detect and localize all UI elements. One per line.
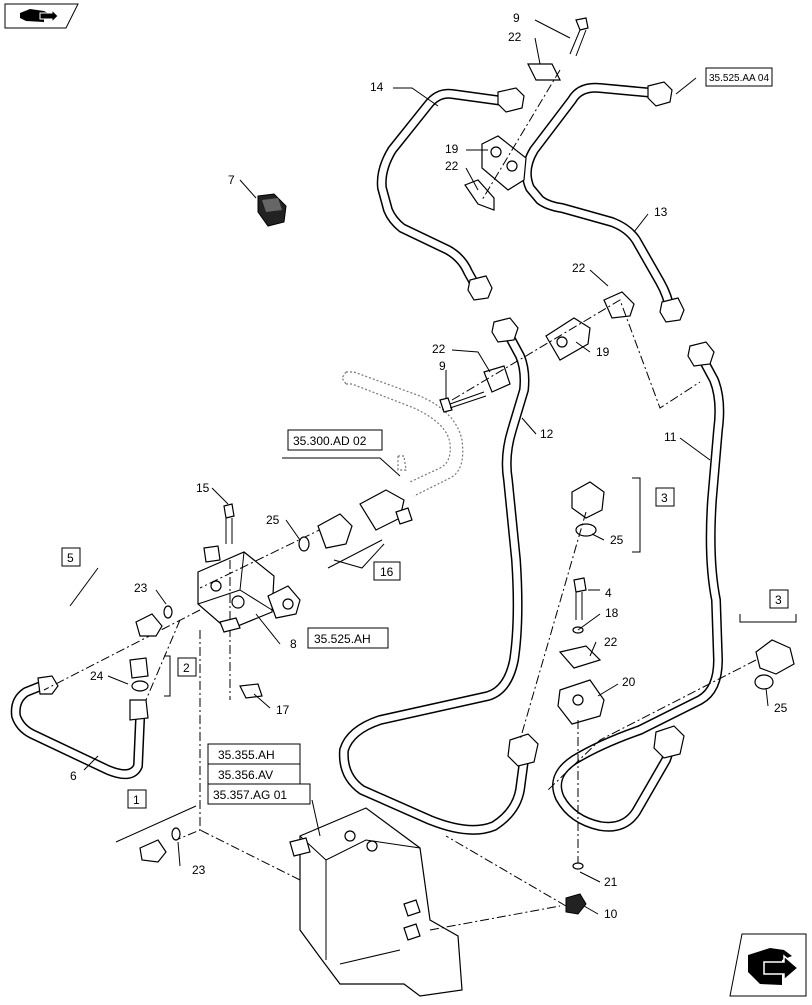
ref-35-356-av[interactable]: 35.356.AV (218, 768, 273, 782)
reference-boxes: 35.525.AA 04 35.300.AD 02 35.525.AH 35.3… (207, 67, 773, 805)
callout-10: 10 (604, 907, 618, 921)
plug-10 (445, 835, 587, 915)
ref-35-525-ah[interactable]: 35.525.AH (314, 632, 371, 646)
fitting-2 (129, 657, 149, 692)
callout-25-valve: 25 (266, 513, 280, 527)
callout-12: 12 (540, 427, 554, 441)
callout-22-mid: 22 (445, 159, 459, 173)
tube-6 (10, 675, 149, 780)
callout-19-top: 19 (445, 142, 459, 156)
ref-35-525-aa-04[interactable]: 35.525.AA 04 (709, 73, 769, 84)
tube-14 (376, 87, 525, 301)
callout-22-left: 22 (432, 342, 446, 356)
callout-9-bottom: 9 (439, 359, 446, 373)
group-3-lower: 3 (775, 593, 782, 607)
group-1: 1 (133, 793, 140, 807)
ghost-tube (341, 371, 464, 497)
tube-13 (521, 81, 685, 323)
group-3-upper: 3 (661, 491, 668, 505)
callout-19-bottom: 19 (596, 345, 610, 359)
callout-11: 11 (664, 430, 677, 444)
elbow-fitting-3-lower (547, 639, 795, 791)
callout-4: 4 (605, 586, 612, 600)
fitting-1 (139, 827, 181, 863)
leader-lines (83, 19, 769, 915)
group-brackets (69, 477, 797, 843)
callout-21: 21 (604, 875, 618, 889)
callout-22-bottom: 22 (604, 635, 618, 649)
callout-22-right: 22 (572, 261, 586, 275)
callout-8: 8 (290, 637, 297, 651)
fitting-16 (298, 489, 413, 552)
group-5: 5 (67, 551, 74, 565)
ref-35-300-ad-02[interactable]: 35.300.AD 02 (293, 434, 367, 448)
callout-23-lower: 23 (192, 863, 206, 877)
callout-17: 17 (276, 703, 290, 717)
callout-13: 13 (654, 205, 668, 219)
clamp-19-lower (439, 291, 701, 413)
tube-12 (338, 317, 539, 835)
ref-35-357-ag-01[interactable]: 35.357.AG 01 (213, 788, 287, 802)
fitting-5 (135, 605, 173, 637)
callout-labels: 9 22 14 19 22 7 13 22 22 19 9 12 11 15 2… (70, 11, 788, 921)
book-arrow-icon[interactable] (4, 3, 79, 29)
callout-7: 7 (228, 173, 235, 187)
ref-35-355-ah[interactable]: 35.355.AH (218, 748, 275, 762)
callout-25-upper: 25 (610, 533, 624, 547)
callout-15: 15 (196, 481, 210, 495)
callout-24: 24 (90, 669, 104, 683)
elbow-fitting-3-upper (519, 481, 605, 741)
switch-7 (257, 193, 287, 227)
group-16: 16 (380, 565, 394, 579)
callout-25-lower: 25 (774, 701, 788, 715)
manifold-block-20 (557, 577, 605, 870)
tube-11 (552, 341, 725, 832)
group-boxes: 3 3 2 5 16 1 (61, 487, 789, 809)
next-page-arrow-icon[interactable] (729, 933, 807, 997)
group-2: 2 (183, 661, 190, 675)
callout-23-upper: 23 (134, 581, 148, 595)
control-valve-body (199, 807, 561, 997)
callout-9-top: 9 (513, 11, 520, 25)
valve-8 (43, 503, 341, 841)
callout-14: 14 (370, 80, 384, 94)
callout-22-top: 22 (508, 30, 522, 44)
bolt-9-upper (481, 17, 589, 201)
callout-18: 18 (605, 606, 619, 620)
callout-20: 20 (622, 675, 636, 689)
clamp-19-upper (464, 135, 527, 211)
callout-6: 6 (70, 769, 77, 783)
